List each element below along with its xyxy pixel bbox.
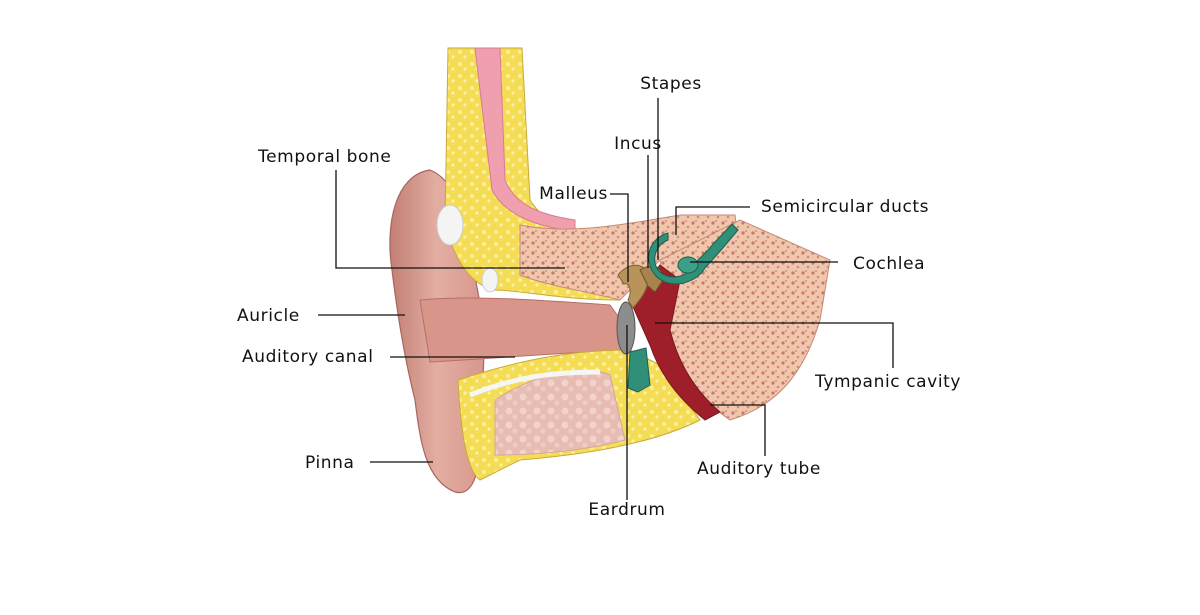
leader-auditory-tube xyxy=(710,404,766,456)
eardrum-shape xyxy=(616,301,636,355)
tube-cartilage xyxy=(627,347,651,393)
label-semicircular-ducts: Semicircular ducts xyxy=(761,197,930,217)
tympanic-cavity-shape xyxy=(629,264,721,421)
label-incus: Incus xyxy=(614,134,662,154)
label-auditory-canal: Auditory canal xyxy=(242,347,374,367)
leader-lines xyxy=(318,98,894,500)
bone-fragment-3 xyxy=(469,369,601,398)
label-auricle: Auricle xyxy=(237,306,300,326)
malleus-shape xyxy=(617,264,649,309)
bone-fragment-1 xyxy=(436,204,464,246)
label-temporal-bone: Temporal bone xyxy=(258,147,392,167)
leader-malleus xyxy=(610,193,629,282)
bone-fragment-2 xyxy=(481,267,499,293)
membrane-layers xyxy=(474,47,576,233)
label-malleus: Malleus xyxy=(539,184,608,204)
label-eardrum: Eardrum xyxy=(588,500,666,520)
label-auditory-tube: Auditory tube xyxy=(697,459,821,479)
label-cochlea: Cochlea xyxy=(853,254,926,274)
leader-tympanic-cavity xyxy=(655,322,894,368)
label-pinna: Pinna xyxy=(305,453,355,473)
leader-semicircular-ducts xyxy=(675,206,750,235)
leader-temporal-bone xyxy=(335,170,565,269)
label-tympanic-cavity: Tympanic cavity xyxy=(815,372,962,392)
cochlea-shape xyxy=(677,256,699,274)
label-stapes: Stapes xyxy=(640,74,702,94)
